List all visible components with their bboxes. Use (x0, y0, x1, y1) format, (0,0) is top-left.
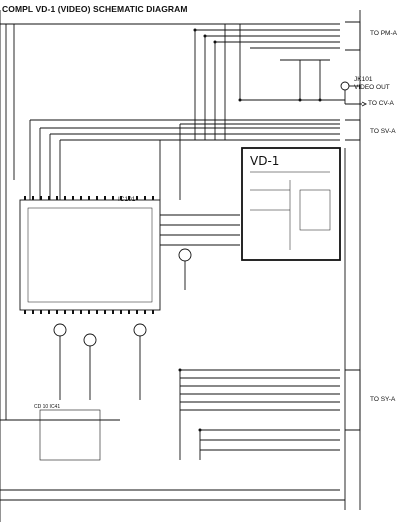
diagram-title: COMPL VD-1 (VIDEO) SCHEMATIC DIAGRAM (2, 4, 188, 14)
board-label: VD-1 (250, 154, 280, 168)
jk101-ref: JK101 (354, 76, 373, 83)
to-sv-a-label: TO SV-A (370, 128, 396, 135)
ic101-ref: IC101 (118, 196, 136, 203)
to-sy-a-label: TO SY-A (370, 396, 396, 403)
to-pm-a-label: TO PM-A (370, 30, 397, 37)
to-cv-a-label: TO CV-A (368, 100, 394, 107)
component-label-cd10: CD 10 IC41 (34, 404, 61, 410)
video-out-label: VIDEO OUT (354, 84, 390, 91)
